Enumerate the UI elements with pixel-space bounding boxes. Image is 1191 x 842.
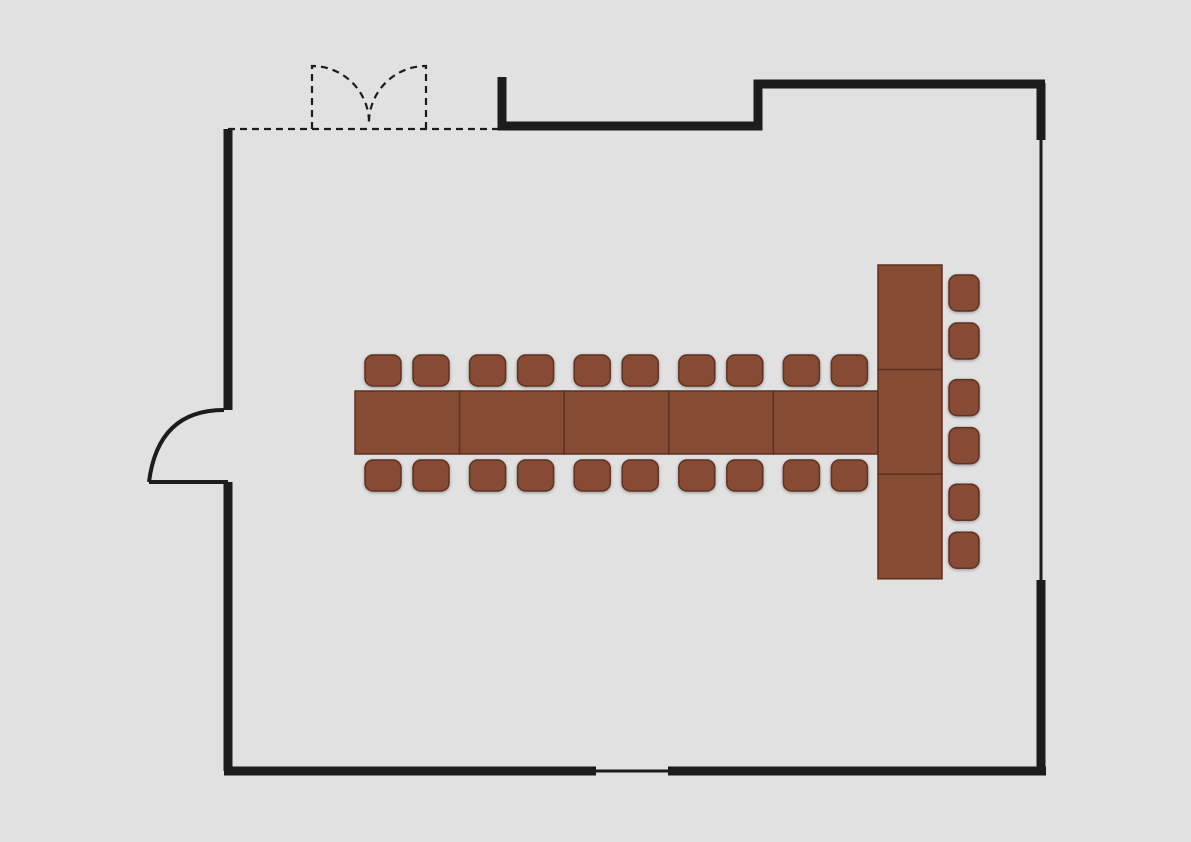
chair-top-4 xyxy=(516,354,555,387)
chair-head-2 xyxy=(948,322,980,360)
chair-head-1 xyxy=(948,274,980,312)
door-swing-arc xyxy=(147,408,225,483)
table-segment-head-3 xyxy=(877,473,943,580)
top-wall xyxy=(497,77,1045,131)
chair-top-5 xyxy=(573,354,611,387)
chair-bottom-8 xyxy=(726,459,764,492)
tables xyxy=(354,264,943,580)
table-segment-head-1 xyxy=(877,264,943,371)
table-segment-main-1 xyxy=(354,390,461,455)
chair-bottom-6 xyxy=(621,459,659,492)
chair-bottom-1 xyxy=(364,459,402,492)
table-segment-head-2 xyxy=(877,368,943,475)
table-segment-main-3 xyxy=(563,390,670,455)
chairs xyxy=(364,274,980,569)
table-segment-main-2 xyxy=(458,390,565,455)
chair-top-10 xyxy=(830,354,869,387)
chair-bottom-7 xyxy=(678,459,716,492)
chair-head-5 xyxy=(948,483,980,521)
chair-head-3 xyxy=(948,378,980,417)
double-door-top xyxy=(228,64,502,131)
table-segment-main-4 xyxy=(668,390,775,455)
chair-bottom-9 xyxy=(782,459,821,492)
chair-bottom-2 xyxy=(412,459,450,492)
chair-bottom-10 xyxy=(830,459,869,492)
chair-top-6 xyxy=(621,354,659,387)
chair-bottom-5 xyxy=(573,459,611,492)
chair-head-4 xyxy=(948,426,980,465)
chair-top-2 xyxy=(412,354,450,387)
chair-top-1 xyxy=(364,354,402,387)
chair-head-6 xyxy=(948,531,980,569)
single-door-left xyxy=(147,408,228,484)
chair-top-7 xyxy=(678,354,716,387)
walls xyxy=(223,77,1046,776)
chair-top-8 xyxy=(726,354,764,387)
chair-top-3 xyxy=(468,354,507,387)
table-segment-main-5 xyxy=(772,390,879,455)
chair-bottom-3 xyxy=(468,459,507,492)
chair-top-9 xyxy=(782,354,821,387)
chair-bottom-4 xyxy=(516,459,555,492)
